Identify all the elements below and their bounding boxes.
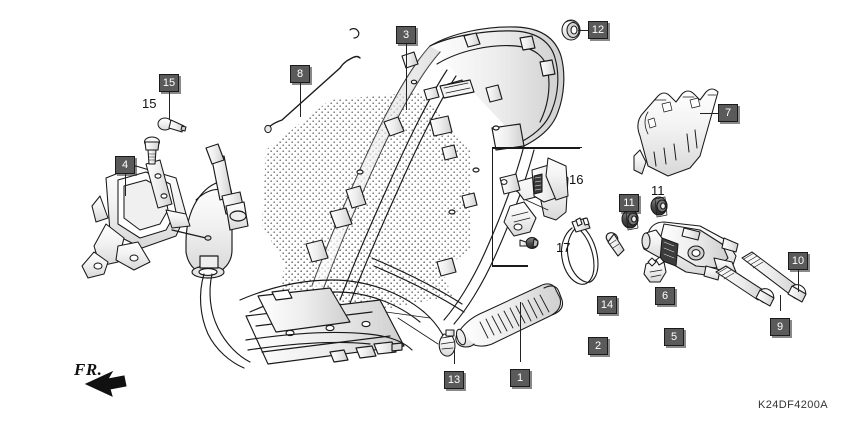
hanger-rubber-art bbox=[643, 256, 667, 283]
callout-13[interactable]: 13 bbox=[444, 371, 464, 389]
callout-11[interactable]: 11 bbox=[619, 194, 639, 212]
callout-5[interactable]: 5 bbox=[664, 328, 684, 346]
frame-body-art bbox=[185, 26, 565, 369]
leader-line-15 bbox=[169, 92, 170, 120]
callout-9[interactable]: 9 bbox=[770, 318, 790, 336]
leader-line-7 bbox=[700, 113, 718, 114]
callout-7[interactable]: 7 bbox=[718, 104, 738, 122]
frame-to-duct-leader bbox=[385, 311, 431, 319]
heat-shield-art bbox=[633, 88, 719, 177]
air-duct-art bbox=[455, 283, 564, 348]
leader-line-8 bbox=[300, 83, 301, 117]
callout-4[interactable]: 4 bbox=[115, 156, 135, 174]
front-bracket-art bbox=[81, 159, 212, 279]
callout-14[interactable]: 14 bbox=[597, 296, 617, 314]
part-code: K24DF4200A bbox=[757, 399, 828, 411]
leader-line-4 bbox=[125, 174, 126, 196]
fr-label: FR. bbox=[74, 360, 103, 379]
leader-line-1 bbox=[520, 302, 521, 362]
leader-line-12 bbox=[578, 30, 588, 31]
stay-rod-art bbox=[264, 28, 361, 134]
leader-line-13 bbox=[454, 350, 455, 364]
callout-6[interactable]: 6 bbox=[655, 287, 675, 305]
grommet-art bbox=[561, 19, 581, 41]
fr-arrow-icon bbox=[84, 370, 127, 397]
callout-15[interactable]: 15 bbox=[159, 74, 179, 92]
inset-bottom-border bbox=[492, 265, 528, 267]
hose-band-art bbox=[397, 317, 456, 357]
engine-hanger-art bbox=[641, 221, 739, 281]
callout-3[interactable]: 3 bbox=[396, 26, 416, 44]
plain-label-p11: 11 bbox=[651, 183, 665, 198]
side-stand-bracket-art bbox=[499, 157, 569, 250]
direction-marker: FR. bbox=[74, 360, 102, 380]
clamp-art bbox=[560, 217, 625, 285]
callout-8[interactable]: 8 bbox=[290, 65, 310, 83]
callout-1[interactable]: 1 bbox=[510, 369, 530, 387]
leader-line-10 bbox=[798, 270, 799, 292]
callout-10[interactable]: 10 bbox=[788, 252, 808, 270]
pivot-bolt-art bbox=[715, 251, 807, 307]
leader-line-9 bbox=[780, 295, 781, 311]
callout-2[interactable]: 2 bbox=[588, 337, 608, 355]
plain-label-p17: 17 bbox=[556, 240, 571, 255]
callout-12[interactable]: 12 bbox=[588, 21, 608, 39]
plain-label-p15: 15 bbox=[142, 96, 157, 111]
leader-line-3 bbox=[406, 44, 407, 110]
inset-top-border bbox=[492, 147, 580, 149]
flange-bolt-art bbox=[143, 117, 187, 165]
plain-label-p16: 16 bbox=[569, 172, 584, 187]
